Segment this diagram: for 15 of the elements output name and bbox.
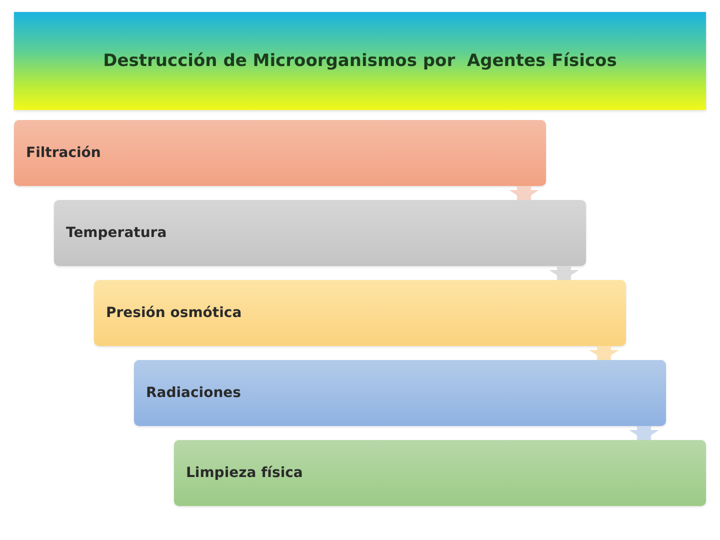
arrow bbox=[549, 266, 579, 280]
step-label: Presión osmótica bbox=[106, 305, 242, 321]
arrow bbox=[509, 186, 539, 200]
title: Destrucción de Microorganismos por Agentes Físicos bbox=[103, 51, 617, 71]
arrow bbox=[589, 346, 619, 360]
step-label: Radiaciones bbox=[146, 385, 242, 401]
step-box bbox=[14, 120, 546, 186]
step-label: Filtración bbox=[26, 145, 101, 161]
arrow bbox=[629, 426, 659, 440]
step-box bbox=[174, 440, 706, 506]
step-box bbox=[94, 280, 626, 346]
step-label: Limpieza física bbox=[186, 465, 303, 481]
step-box bbox=[134, 360, 666, 426]
step-label: Temperatura bbox=[66, 225, 167, 241]
step-box bbox=[54, 200, 586, 266]
